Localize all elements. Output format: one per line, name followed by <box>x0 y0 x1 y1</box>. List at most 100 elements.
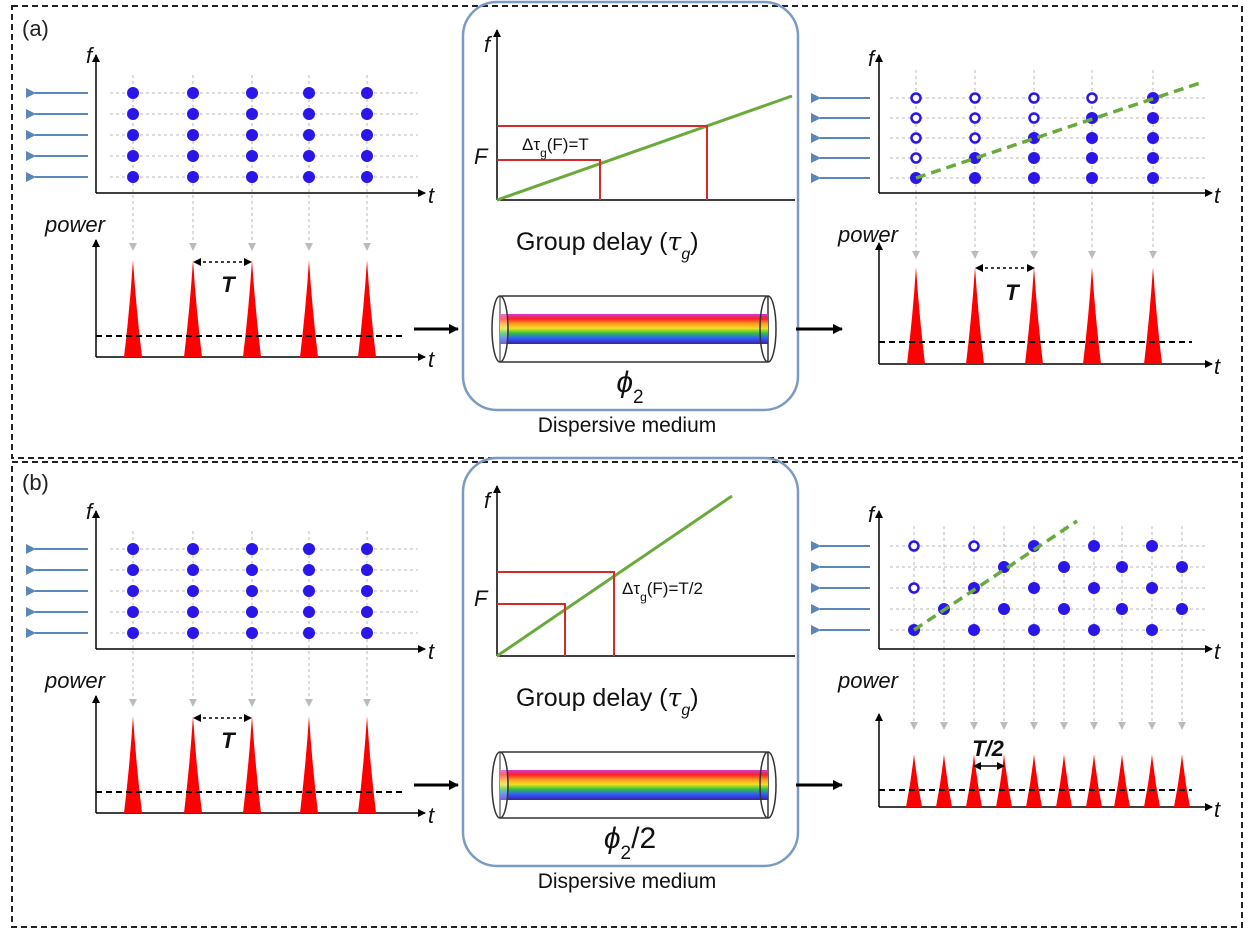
pulse <box>184 260 202 357</box>
frequency-dot <box>1086 172 1098 184</box>
frequency-dot <box>361 585 373 597</box>
frequency-dot <box>1147 92 1159 104</box>
frequency-dot <box>303 87 315 99</box>
frequency-dot <box>246 129 258 141</box>
frequency-dot <box>303 171 315 183</box>
frequency-dot <box>1146 624 1158 636</box>
empty-frequency-dot <box>908 582 920 594</box>
frequency-dot <box>1147 132 1159 144</box>
pulse <box>124 260 142 357</box>
delay-box-low <box>497 159 601 200</box>
delta-tau-label: Δτg(F)=T <box>522 135 589 160</box>
pulse <box>243 716 261 813</box>
fiber-right-end <box>759 751 777 819</box>
frequency-dot <box>127 150 139 162</box>
delta-tau-label: Δτg(F)=T/2 <box>622 579 703 604</box>
frequency-dot <box>1088 540 1100 552</box>
gd-f-label: f <box>484 488 493 513</box>
frequency-dot <box>187 150 199 162</box>
frequency-dot <box>1088 582 1100 594</box>
frequency-dot <box>127 171 139 183</box>
frequency-dot <box>303 543 315 555</box>
out-period-label: T <box>1005 280 1020 305</box>
frequency-dot <box>303 627 315 639</box>
phi-label: ϕ2 <box>616 366 643 408</box>
empty-frequency-dot <box>969 132 981 144</box>
frequency-dot <box>361 627 373 639</box>
empty-frequency-dot <box>910 92 922 104</box>
frequency-dot <box>127 585 139 597</box>
t-axis-label: t <box>428 639 435 664</box>
frequency-dot <box>969 152 981 164</box>
frequency-dot <box>361 150 373 162</box>
frequency-dot <box>187 585 199 597</box>
medium-label: Dispersive medium <box>538 414 717 437</box>
frequency-dot <box>1116 561 1128 573</box>
medium-label: Dispersive medium <box>538 870 717 893</box>
empty-frequency-dot <box>910 112 922 124</box>
frequency-dot <box>1146 540 1158 552</box>
frequency-dot <box>246 171 258 183</box>
frequency-dot <box>303 150 315 162</box>
pulse <box>1086 754 1102 807</box>
pulse <box>1114 754 1130 807</box>
frequency-dot <box>187 129 199 141</box>
frequency-dot <box>361 606 373 618</box>
F-label: F <box>474 144 489 169</box>
pulse <box>966 267 984 364</box>
delay-box-low <box>497 603 566 656</box>
frequency-dot <box>1147 152 1159 164</box>
pulse <box>1026 754 1042 807</box>
frequency-dot <box>246 606 258 618</box>
frequency-dot <box>968 624 980 636</box>
fiber-spectrum <box>500 314 768 344</box>
frequency-dot <box>246 150 258 162</box>
panel-a-label: (a) <box>22 16 49 41</box>
frequency-dot <box>1146 582 1158 594</box>
empty-frequency-dot <box>969 92 981 104</box>
group-delay-label: Group delay (τg) <box>516 683 699 719</box>
frequency-dot <box>361 87 373 99</box>
empty-frequency-dot <box>910 152 922 164</box>
f-axis-label: f <box>86 499 95 524</box>
pulse <box>907 267 925 364</box>
pulse <box>936 754 952 807</box>
frequency-dot <box>246 585 258 597</box>
frequency-dot <box>127 129 139 141</box>
empty-frequency-dot <box>908 540 920 552</box>
fiber-left-end <box>491 295 509 363</box>
group-delay-line <box>496 94 793 202</box>
out-f-label: f <box>868 502 877 527</box>
frequency-dot <box>127 606 139 618</box>
panel-b-frame <box>11 461 1243 928</box>
frequency-dot <box>1086 132 1098 144</box>
frequency-dot <box>998 603 1010 615</box>
pulse <box>184 716 202 813</box>
panel-b-label: (b) <box>22 470 49 495</box>
F-label: F <box>474 586 489 611</box>
time-axis-label: t <box>428 803 435 828</box>
delay-box-high <box>497 571 615 656</box>
frequency-dot <box>1028 624 1040 636</box>
period-label: T <box>221 728 236 753</box>
frequency-dot <box>1086 152 1098 164</box>
pulse <box>300 716 318 813</box>
out-power-label: power <box>837 668 900 693</box>
frequency-dot <box>127 564 139 576</box>
empty-frequency-dot <box>969 112 981 124</box>
frequency-dot <box>1116 603 1128 615</box>
pulse <box>966 754 982 807</box>
frequency-dot <box>1088 624 1100 636</box>
pulse <box>124 716 142 813</box>
frequency-dot <box>187 606 199 618</box>
frequency-dot <box>1028 152 1040 164</box>
frequency-dot <box>303 564 315 576</box>
empty-frequency-dot <box>1028 112 1040 124</box>
pulse <box>1174 754 1190 807</box>
frequency-dot <box>303 585 315 597</box>
period-label: T <box>221 272 236 297</box>
frequency-dot <box>1147 112 1159 124</box>
out-time-label: t <box>1214 797 1221 822</box>
frequency-dot <box>246 564 258 576</box>
